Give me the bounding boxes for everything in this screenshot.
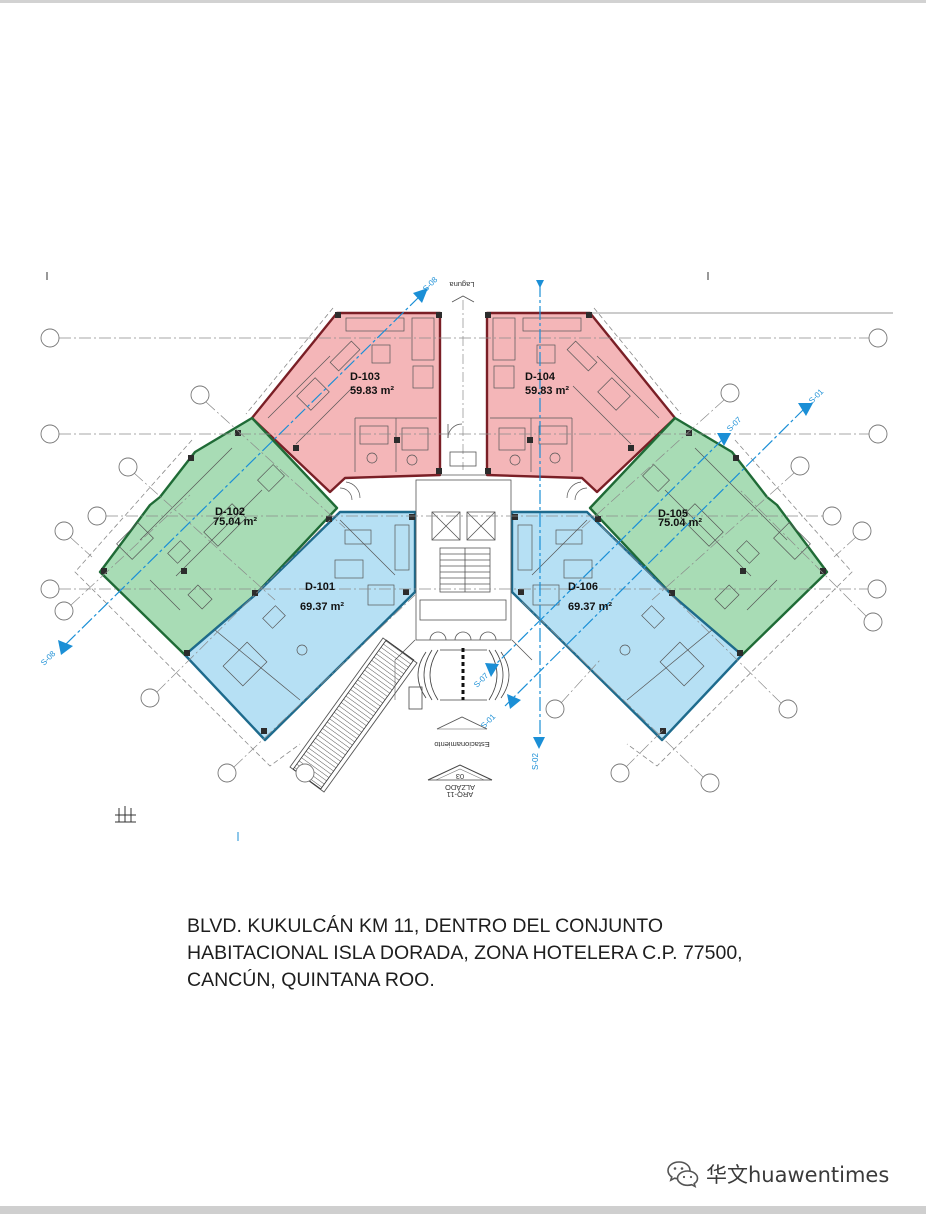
grid-bubble [867, 579, 887, 599]
entrance-steps [417, 649, 510, 701]
unit-d104-name: D-104 [525, 371, 556, 383]
section-s01-arrow-bottom [507, 694, 521, 709]
units [98, 311, 829, 742]
section-s07-arrow-top [717, 433, 731, 446]
section-lines [64, 283, 806, 745]
north-marker-icon [451, 295, 475, 303]
unit-d103-name: D-103 [350, 371, 380, 383]
unit-d104-area: 59.83 m² [525, 385, 569, 397]
grid-bubble [852, 521, 872, 541]
unit-d103-area: 59.83 m² [350, 385, 394, 397]
left-wing-columns [101, 312, 442, 734]
unit-d105-name: D-105 [658, 508, 688, 520]
grid-bubble [217, 763, 237, 783]
grid-bubble [610, 763, 630, 783]
section-arrows [58, 280, 813, 749]
grid-bubble [54, 601, 74, 621]
section-s07-arrow-bottom [485, 663, 499, 677]
grid-bubble [40, 579, 60, 599]
grid-bubble [700, 773, 720, 793]
north-marker: Laguna [449, 280, 475, 303]
floor-plan: S-08 S-08 S-01 S-01 S-07 S-07 S-02 D-103… [39, 272, 893, 841]
north-label: Laguna [449, 280, 475, 289]
grid-bubble [54, 521, 74, 541]
grid-bubble [863, 612, 883, 632]
section-s08-arrow-top [413, 288, 428, 303]
elevation-marker-icon [427, 764, 493, 781]
section-s08-label-bottom: S-08 [39, 649, 58, 668]
address-line-3: CANCÚN, QUINTANA ROO. [187, 969, 435, 991]
grid-symbol-icon [115, 806, 136, 823]
grid-bubbles [40, 328, 888, 793]
bottom-edge-bar [0, 1206, 926, 1214]
unit-d106-name: D-106 [568, 581, 598, 593]
grid-bubble [190, 385, 210, 405]
grid-bubble [40, 424, 60, 444]
watermark: 华文huawentimes [666, 1158, 906, 1190]
grid-bubble [295, 763, 315, 783]
grid-bubble [545, 699, 565, 719]
grid-bubble [868, 328, 888, 348]
elevation-title: ALZADO [445, 783, 475, 792]
grid-bubble [118, 457, 138, 477]
elevation-number: 03 [456, 772, 464, 781]
watermark-text: 华文huawentimes [706, 1163, 890, 1187]
grid-bubble [40, 328, 60, 348]
south-marker-icon [436, 716, 488, 730]
south-label: Estacionamiento [434, 740, 489, 749]
section-s08-line [64, 295, 421, 646]
section-s02-arrow-bottom [533, 737, 545, 749]
unit-labels: D-103 59.83 m² D-104 59.83 m² D-102 75.0… [213, 371, 702, 613]
unit-d101-name: D-101 [305, 581, 335, 593]
section-s02-arrow-top [536, 280, 544, 288]
circulation-core [394, 300, 533, 661]
sheet-ticks [46, 272, 709, 841]
structural-grid-lines [59, 337, 869, 778]
access-ramp [289, 637, 423, 793]
setback-outline [74, 307, 853, 767]
grid-bubble [822, 506, 842, 526]
address-line-2: HABITACIONAL ISLA DORADA, ZONA HOTELERA … [187, 942, 743, 964]
section-s01-line [504, 407, 806, 707]
unit-d105-area: 75.04 m² [658, 517, 702, 529]
wechat-icon [667, 1161, 699, 1188]
grid-bubble [778, 699, 798, 719]
section-s07-line [491, 437, 725, 669]
elevation-sheet: ARQ-11 [447, 790, 474, 799]
section-s02-label: S-02 [531, 753, 540, 770]
section-s07-label-top: S-07 [725, 415, 744, 434]
unit-d102-area: 75.04 m² [213, 516, 257, 528]
section-s07-label-bottom: S-07 [472, 671, 491, 690]
grid-bubble [720, 383, 740, 403]
top-edge-bar [0, 0, 926, 3]
section-s01-label-top: S-01 [807, 387, 826, 406]
section-s08-arrow-bottom [58, 640, 73, 655]
unit-d101-area: 69.37 m² [300, 601, 344, 613]
elevation-marker: 03 ALZADO ARQ-11 [427, 764, 493, 799]
south-marker: Estacionamiento [434, 716, 490, 749]
unit-d106-area: 69.37 m² [568, 601, 612, 613]
grid-bubble [140, 688, 160, 708]
address-block: BLVD. KUKULCÁN KM 11, DENTRO DEL CONJUNT… [187, 913, 807, 994]
address-line-1: BLVD. KUKULCÁN KM 11, DENTRO DEL CONJUNT… [187, 915, 664, 937]
section-s01-arrow-top [798, 403, 813, 416]
section-s08-label-top: S-08 [421, 275, 440, 294]
left-wing-fixtures [116, 317, 437, 701]
section-s01-label-bottom: S-01 [479, 712, 498, 731]
grid-bubble [790, 456, 810, 476]
grid-bubble [87, 506, 107, 526]
unit-d102-name: D-102 [215, 506, 245, 518]
grid-bubble [868, 424, 888, 444]
